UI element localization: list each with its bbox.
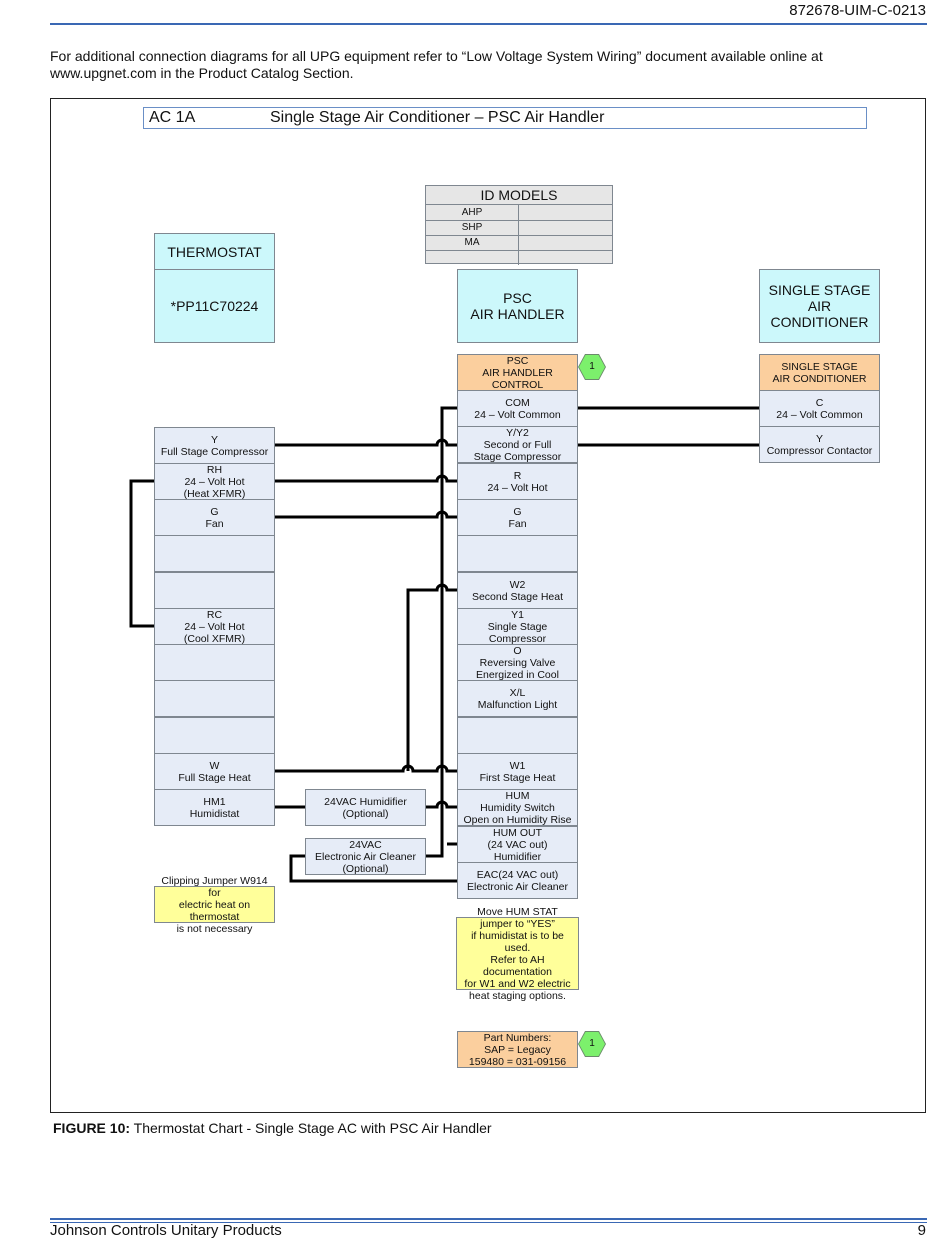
condenser-terminal-y: Y Compressor Contactor	[759, 426, 880, 463]
diagram-title: Single Stage Air Conditioner – PSC Air H…	[270, 109, 605, 126]
common-bus-wire	[426, 406, 457, 858]
part-numbers-note: Part Numbers: SAP = Legacy 159480 = 031-…	[457, 1031, 578, 1068]
control-terminal-w2: W2 Second Stage Heat	[457, 572, 578, 609]
id-model-label: SHP	[426, 220, 519, 235]
control-terminal-o: O Reversing Valve Energized in Cool	[457, 644, 578, 681]
control-header: PSC AIR HANDLER CONTROL	[457, 354, 578, 391]
id-models-table: ID MODELS AHP SHP MA	[425, 185, 613, 265]
r-wire	[275, 474, 457, 483]
id-model-label: MA	[426, 235, 519, 250]
thermostat-terminal-rc: RC 24 – Volt Hot (Cool XFMR)	[154, 608, 275, 645]
diagram-frame	[50, 98, 926, 1113]
id-models-header: ID MODELS	[426, 186, 612, 205]
thermostat-header: THERMOSTAT	[154, 233, 275, 270]
diagram-code: AC 1A	[149, 109, 196, 126]
id-models-row: SHP	[426, 220, 612, 236]
humidifier-wire	[426, 800, 457, 809]
air-cleaner-accessory: 24VAC Electronic Air Cleaner (Optional)	[305, 838, 426, 875]
thermostat-terminal-hm1: HM1 Humidistat	[154, 789, 275, 826]
id-models-row	[426, 250, 612, 265]
control-terminal-hum-out: HUM OUT (24 VAC out) Humidifier	[457, 826, 578, 863]
w-wire	[275, 764, 457, 773]
control-terminal-blank	[457, 535, 578, 572]
eac-wire	[289, 854, 457, 883]
id-model-label: AHP	[426, 205, 519, 220]
air-handler-header: PSC AIR HANDLER	[457, 269, 578, 343]
control-terminal-y-y2: Y/Y2 Second or Full Stage Compressor	[457, 426, 578, 463]
humidifier-accessory: 24VAC Humidifier (Optional)	[305, 789, 426, 826]
condenser-header: SINGLE STAGE AIR CONDITIONER	[759, 269, 880, 343]
figure-label: FIGURE 10:	[53, 1120, 131, 1136]
header-rule	[50, 23, 927, 25]
document-number: 872678-UIM-C-0213	[789, 2, 926, 19]
footer-rule	[50, 1222, 927, 1223]
y-wire	[275, 438, 457, 447]
figure-caption: FIGURE 10: Thermostat Chart - Single Sta…	[53, 1120, 492, 1136]
footer-rule	[50, 1218, 927, 1220]
intro-paragraph: For additional connection diagrams for a…	[50, 48, 823, 81]
id-models-row: MA	[426, 235, 612, 251]
thermostat-model: *PP11C70224	[154, 269, 275, 343]
control-terminal-r: R 24 – Volt Hot	[457, 463, 578, 500]
control-terminal-hum: HUM Humidity Switch Open on Humidity Ris…	[457, 789, 578, 826]
w2-wire	[406, 583, 457, 771]
thermostat-terminal-blank	[154, 535, 275, 572]
thermostat-terminal-blank	[154, 644, 275, 681]
control-terminal-x-l: X/L Malfunction Light	[457, 680, 578, 717]
page-number: 9	[917, 1222, 926, 1239]
rh-rc-jumper-wire	[129, 479, 154, 628]
diagram-title-bar: AC 1A Single Stage Air Conditioner – PSC…	[143, 107, 867, 129]
control-terminal-blank	[457, 717, 578, 754]
id-models-row: AHP	[426, 205, 612, 221]
figure-caption-text: Thermostat Chart - Single Stage AC with …	[133, 1120, 492, 1136]
thermostat-terminal-blank	[154, 680, 275, 717]
id-model-label	[426, 250, 519, 265]
control-terminal-eac: EAC(24 VAC out) Electronic Air Cleaner	[457, 862, 578, 899]
thermostat-terminal-g: G Fan	[154, 499, 275, 536]
g-wire	[275, 510, 457, 519]
footer-company: Johnson Controls Unitary Products	[50, 1222, 282, 1239]
thermostat-terminal-blank	[154, 572, 275, 609]
